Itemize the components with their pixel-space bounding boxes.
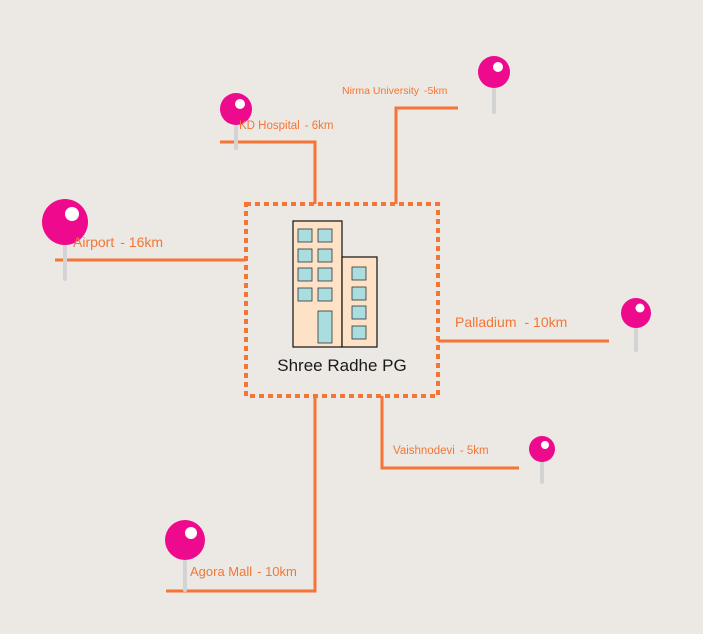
label-kd-hospital: KD Hospital- 6km bbox=[239, 120, 333, 132]
pin-airport-icon bbox=[42, 199, 88, 281]
label-palladium: Palladium- 10km bbox=[455, 314, 567, 330]
label-nirma: Nirma University-5km bbox=[342, 85, 448, 97]
label-vaishnodevi: Vaishnodevi- 5km bbox=[393, 445, 489, 457]
center-boundary bbox=[244, 202, 440, 398]
pin-vaishnodevi-icon bbox=[529, 436, 555, 484]
route-kd-hospital bbox=[220, 140, 317, 204]
route-nirma bbox=[394, 106, 458, 204]
route-agora-mall bbox=[166, 396, 317, 593]
pin-nirma-icon bbox=[478, 56, 510, 114]
routes bbox=[55, 106, 609, 593]
center-title: Shree Radhe PG bbox=[277, 356, 407, 375]
pin-agora-mall-icon bbox=[165, 520, 205, 592]
building-icon bbox=[292, 220, 378, 348]
pin-kd-hospital-icon bbox=[220, 93, 252, 150]
label-airport: Airport- 16km bbox=[73, 234, 163, 250]
pin-palladium-icon bbox=[621, 298, 651, 352]
label-agora-mall: Agora Mall- 10km bbox=[190, 564, 297, 579]
route-vaishnodevi bbox=[380, 396, 519, 470]
